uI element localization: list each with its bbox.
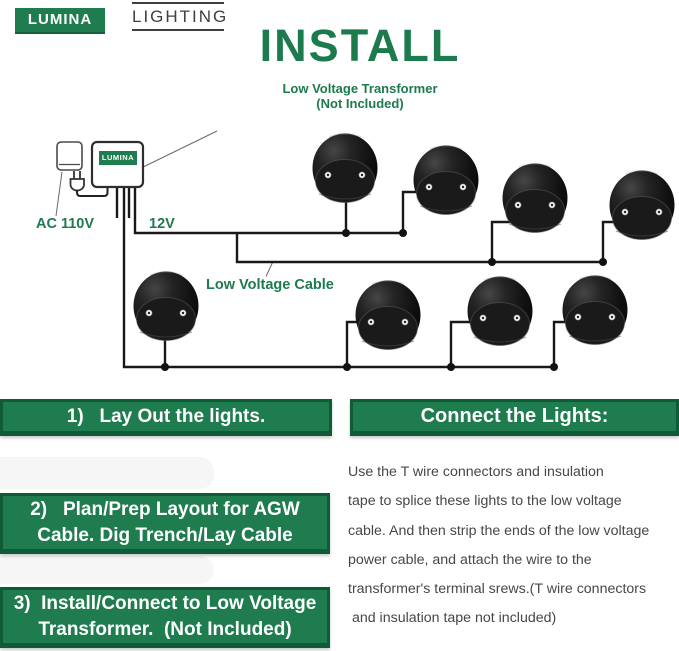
step-3-banner: 3) Install/Connect to Low Voltage Transf… bbox=[0, 587, 330, 648]
step-1-banner: 1) Lay Out the lights. bbox=[0, 399, 332, 436]
cable-callout-line bbox=[265, 262, 273, 277]
wire-light3-branch bbox=[490, 220, 520, 262]
step-2-text-line1: 2) Plan/Prep Layout for AGW bbox=[30, 499, 300, 520]
junction-dot bbox=[342, 229, 350, 237]
deck-light-2 bbox=[412, 144, 480, 216]
deck-light-4 bbox=[608, 169, 676, 241]
brand-logo: LUMINA bbox=[15, 8, 105, 34]
ac-voltage-label: AC 110V bbox=[36, 216, 95, 232]
junction-dot bbox=[550, 363, 558, 371]
junction-dots bbox=[161, 229, 607, 371]
junction-dot bbox=[488, 258, 496, 266]
step-2-text-line2: Cable. Dig Trench/Lay Cable bbox=[37, 525, 293, 546]
step-1-text: 1) Lay Out the lights. bbox=[66, 406, 266, 427]
deck-light-1 bbox=[311, 132, 379, 204]
junction-dot bbox=[161, 363, 169, 371]
transformer-box-label: LUMINA bbox=[99, 151, 137, 165]
junction-dot bbox=[399, 229, 407, 237]
paragraph-line: tape to splice these lights to the low v… bbox=[348, 493, 622, 510]
transformer-callout-line1: Low Voltage Transformer bbox=[282, 81, 438, 96]
paragraph-line: Use the T wire connectors and insulation bbox=[348, 464, 604, 480]
paragraph-line: and insulation tape not included) bbox=[348, 610, 557, 627]
wiring-diagram bbox=[55, 130, 676, 371]
paragraph-line: cable. And then strip the ends of the lo… bbox=[348, 522, 650, 539]
page-title: INSTALL bbox=[259, 20, 461, 71]
deck-light-5 bbox=[132, 270, 200, 342]
junction-dot bbox=[343, 363, 351, 371]
paragraph-line: power cable, and attach the wire to the bbox=[348, 551, 592, 568]
cable-label: Low Voltage Cable bbox=[206, 277, 334, 293]
ac-callout-line bbox=[55, 171, 63, 217]
faded-band bbox=[0, 457, 214, 489]
instructions-paragraph: Use the T wire connectors and insulation… bbox=[348, 458, 676, 634]
faded-band bbox=[0, 556, 214, 584]
connect-lights-banner: Connect the Lights: bbox=[350, 399, 679, 436]
paragraph-line: transformer's terminal srews.(T wire con… bbox=[348, 581, 647, 598]
power-plug-icon bbox=[69, 171, 109, 197]
step-3-text-line1: 3) Install/Connect to Low Voltage bbox=[13, 593, 317, 614]
wire-bottom-bus bbox=[122, 187, 554, 369]
transformer-callout-line2: (Not Included) bbox=[316, 96, 404, 111]
deck-light-7 bbox=[466, 275, 534, 347]
deck-light-3 bbox=[501, 162, 569, 234]
callout-lines bbox=[55, 130, 273, 277]
lighting-wordmark: LIGHTING bbox=[132, 2, 226, 31]
dc-voltage-label: 12V bbox=[149, 216, 175, 232]
deck-light-6 bbox=[354, 279, 422, 351]
wire-middle-bus bbox=[235, 233, 603, 264]
junction-dot bbox=[599, 258, 607, 266]
wire-12v-bus bbox=[133, 187, 403, 235]
junction-dot bbox=[447, 363, 455, 371]
deck-light-8 bbox=[561, 274, 629, 346]
step-3-text-line2: Transformer. (Not Included) bbox=[38, 619, 292, 640]
power-cord bbox=[76, 187, 109, 197]
power-outlet-icon bbox=[56, 141, 83, 171]
transformer-callout-line bbox=[136, 130, 218, 171]
connect-lights-header: Connect the Lights: bbox=[420, 405, 609, 427]
step-2-banner: 2) Plan/Prep Layout for AGW Cable. Dig T… bbox=[0, 493, 330, 554]
